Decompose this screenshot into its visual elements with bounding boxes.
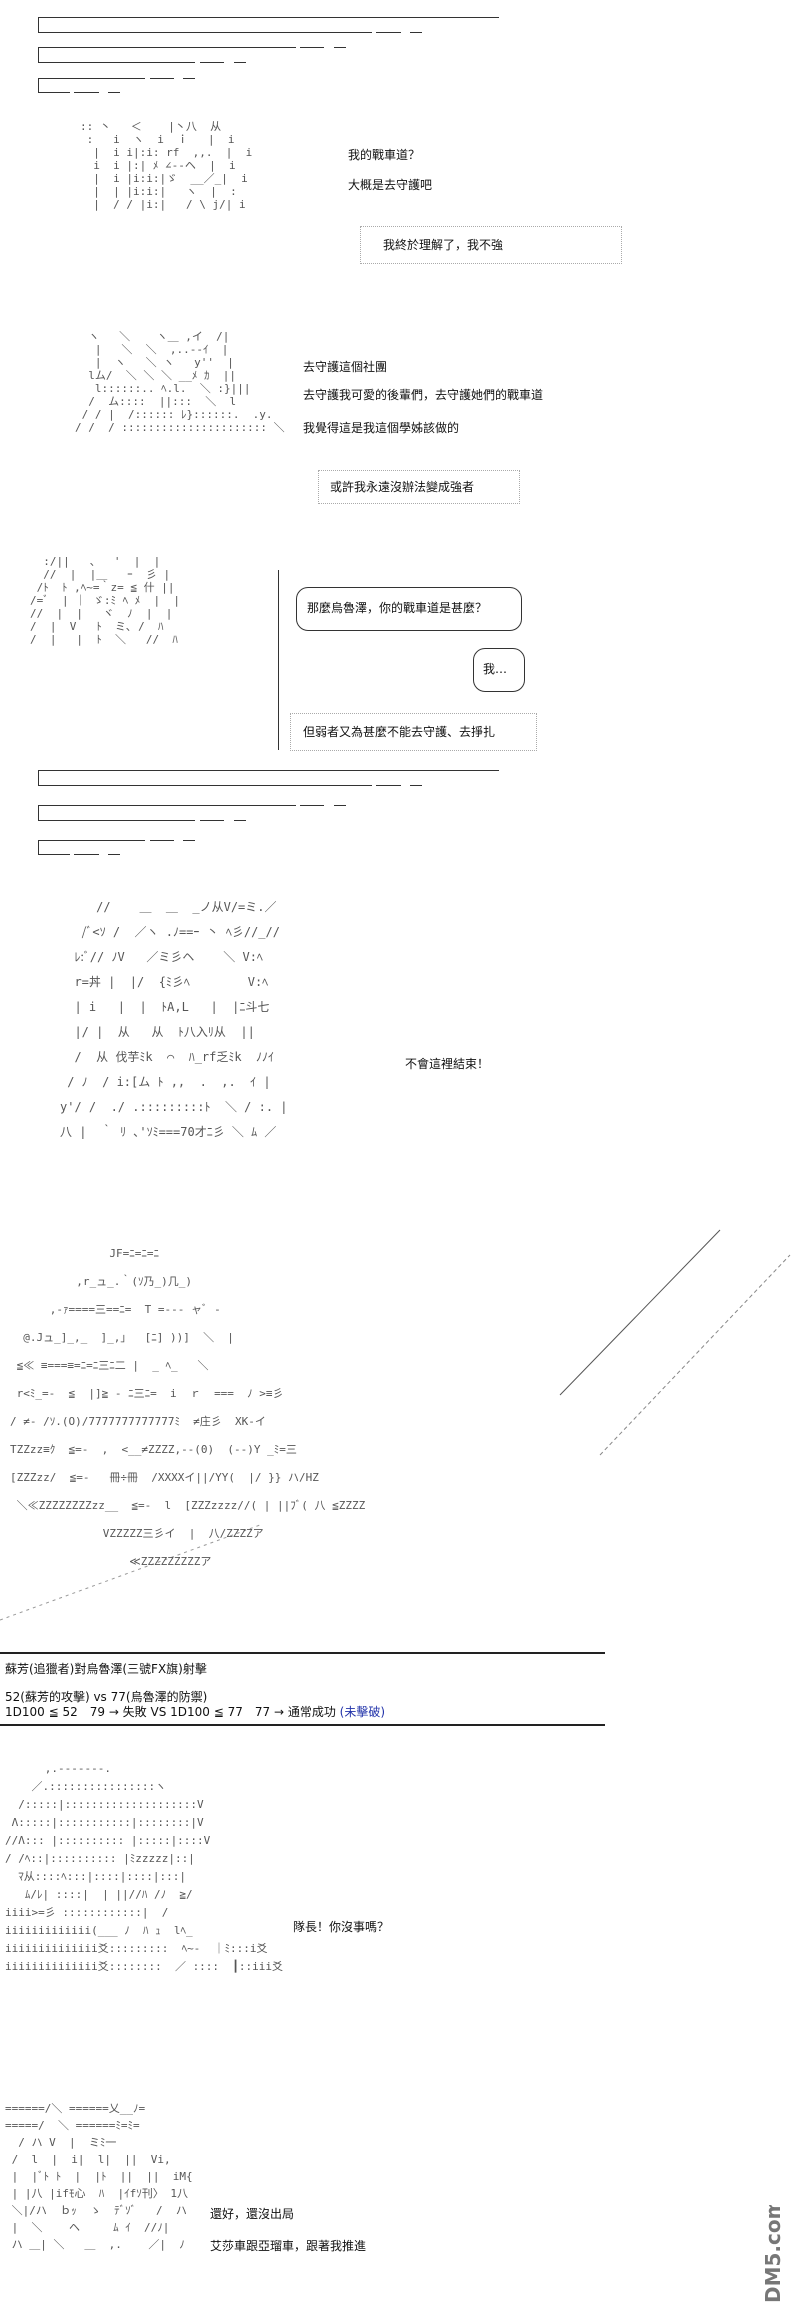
dialogue-line: 艾莎車跟亞瑠車，跟著我推進 (210, 2239, 367, 2253)
speech-bubble (296, 587, 522, 631)
divider (0, 1652, 605, 1654)
thought-text: 或許我永遠沒辦法變成強者 (330, 480, 475, 494)
thought-box (360, 226, 622, 264)
thought-box (290, 713, 537, 751)
ascii-art-figure-4: // ＿ ＿ _ノ从V/=ミ.／ /ﾞ<ｿ / ／ヽ .ﾉ==ｰ 丶 ﾍ彡//_… (60, 900, 295, 1139)
ascii-art-figure-5: ,.-‐‐‐‐‐-. ／.::::::::::::::::ヽ /:::::|::… (5, 1762, 284, 1973)
ascii-art-figure-3: :/|| 、 ' | | // | |＿ ｰ 彡 | /ﾄ ﾄ ,ﾍ~=｀z= … (30, 555, 180, 646)
ascii-art-figure-2: ヽ ＼ ヽ＿ ,イ /| | ＼ ＼ ,..-‐ｲ | | ヽ ＼ ヽ y'' … (75, 330, 285, 434)
dice-roll: 1D100 ≦ 52 79 → 失敗 VS 1D100 ≦ 77 77 → 通常… (5, 1705, 386, 1719)
thought-text: 我終於理解了，我不強 (383, 238, 504, 252)
dialogue-line: 大概是去守護吧 (348, 178, 433, 192)
dice-title: 蘇芳(追獵者)對烏魯澤(三號FX旗)射擊 (5, 1662, 207, 1676)
divider (0, 1724, 605, 1726)
thought-text: 但弱者又為甚麼不能去守護、去掙扎 (303, 725, 496, 739)
dialogue-line: 不會這裡結束！ (405, 1057, 490, 1071)
thought-box (318, 470, 520, 504)
ascii-art-figure-6: ======/＼ ======乂__ﾉ= =====/ ＼ ======ﾐ=ﾐ=… (5, 2102, 193, 2251)
panel-divider (278, 570, 279, 750)
dm5-watermark-logo: DM5.com (761, 2205, 785, 2303)
dice-matchup: 52(蘇芳的攻擊) vs 77(烏魯澤的防禦) (5, 1690, 208, 1704)
dialogue-line: 隊長！你沒事嗎？ (293, 1920, 390, 1934)
dialogue-line: 去守護我可愛的後輩們，去守護她們的戰車道 (303, 388, 544, 402)
dialogue-line: 去守護這個社團 (303, 360, 388, 374)
dialogue-line: 我的戰車道？ (348, 148, 421, 162)
tank-shot-streaks (0, 1229, 791, 1621)
speech-text: 那麼烏魯澤，你的戰車道是甚麼？ (307, 601, 488, 615)
speech-text: 我… (483, 662, 508, 676)
dialogue-line: 還好，還沒出局 (210, 2207, 295, 2221)
ascii-art-tank: JF=ﾆ=ﾆ=ﾆ ,r_ュ_.｀(ｿ乃_)几_) ,-ｧ====三==ﾆ= T … (10, 1247, 366, 1568)
dialogue-line: 我覺得這是我這個學姊該做的 (303, 421, 460, 435)
svg-text:DM5.com: DM5.com (761, 2205, 785, 2303)
dice-result: (未擊破) (339, 1705, 386, 1719)
ascii-art-figure-1: :: 丶 ＜ |丶八 从 : i ヽ i ｉ | i | i i|:i: rf … (80, 120, 253, 211)
speech-bubble (473, 648, 525, 692)
